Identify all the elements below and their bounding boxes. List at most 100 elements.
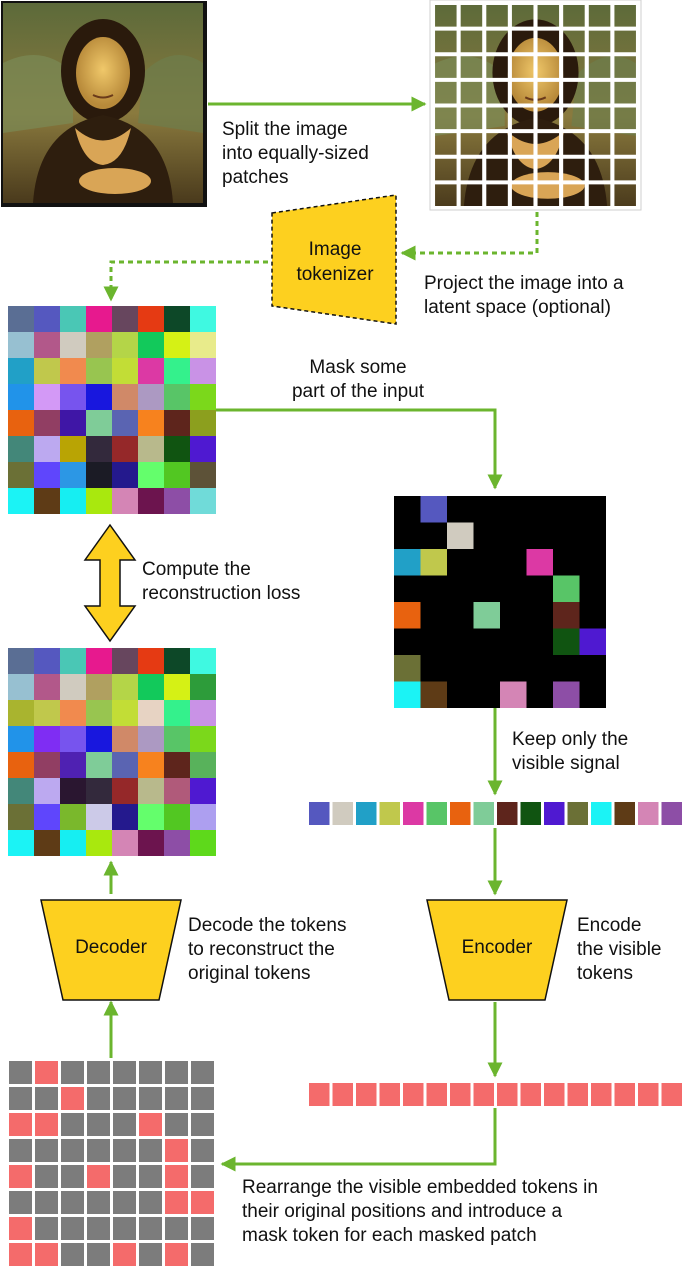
masked-token-cell <box>500 575 527 602</box>
rearranged-mask-token <box>191 1165 214 1188</box>
reconstructed-token-cell <box>112 648 138 674</box>
rearranged-mask-token <box>61 1139 84 1162</box>
visible-token <box>520 802 541 825</box>
token-cell <box>34 332 60 358</box>
reconstructed-token-cell <box>34 830 60 856</box>
masked-token-cell <box>473 522 500 549</box>
masked-token-cell <box>420 549 447 576</box>
visible-token <box>332 802 353 825</box>
token-cell <box>164 488 190 514</box>
masked-token-cell <box>420 681 447 708</box>
token-cell <box>8 462 34 488</box>
reconstructed-token-cell <box>34 674 60 700</box>
embedded-token <box>520 1083 541 1106</box>
rearranged-mask-token <box>113 1061 136 1084</box>
masked-token-cell <box>553 549 580 576</box>
masked-token-cell <box>420 575 447 602</box>
token-cell <box>138 462 164 488</box>
masked-token-cell <box>447 549 474 576</box>
masked-token-cell <box>420 655 447 682</box>
token-cell <box>112 436 138 462</box>
embedded-token <box>567 1083 588 1106</box>
token-cell <box>34 358 60 384</box>
masked-token-cell <box>579 549 606 576</box>
masked-token-cell <box>420 628 447 655</box>
reconstructed-token-cell <box>190 752 216 778</box>
rearranged-visible-token <box>9 1217 32 1240</box>
masked-token-cell <box>447 655 474 682</box>
embedded-token-row <box>309 1083 682 1106</box>
masked-token-cell <box>579 602 606 629</box>
masked-token-cell <box>447 575 474 602</box>
token-cell <box>112 462 138 488</box>
rearranged-mask-token <box>139 1165 162 1188</box>
token-cell <box>164 332 190 358</box>
reconstructed-token-cell <box>34 726 60 752</box>
rearranged-visible-token <box>165 1165 188 1188</box>
reconstructed-token-cell <box>164 804 190 830</box>
visible-token <box>450 802 471 825</box>
masked-token-cell <box>553 681 580 708</box>
visible-token <box>544 802 565 825</box>
masked-token-cell <box>500 522 527 549</box>
rearranged-mask-token <box>191 1217 214 1240</box>
encoder-block <box>426 899 568 1001</box>
reconstructed-token-cell <box>86 752 112 778</box>
rearranged-mask-token <box>165 1087 188 1110</box>
embedded-token <box>379 1083 400 1106</box>
masked-token-cell <box>526 681 553 708</box>
rearranged-mask-token <box>139 1061 162 1084</box>
token-cell <box>86 410 112 436</box>
token-cell <box>190 488 216 514</box>
token-cell <box>164 358 190 384</box>
reconstructed-token-cell <box>60 752 86 778</box>
rearranged-mask-token <box>191 1243 214 1266</box>
visible-token <box>638 802 659 825</box>
reconstructed-token-cell <box>164 648 190 674</box>
masked-token-grid <box>394 496 606 708</box>
rearranged-mask-token <box>35 1087 58 1110</box>
masked-token-cell <box>500 602 527 629</box>
embedded-token <box>309 1083 330 1106</box>
reconstructed-token-cell <box>86 804 112 830</box>
token-cell <box>112 384 138 410</box>
masked-token-cell <box>394 681 421 708</box>
token-cell <box>34 488 60 514</box>
rearranged-mask-token <box>87 1087 110 1110</box>
rearranged-mask-token <box>139 1087 162 1110</box>
reconstructed-token-cell <box>164 830 190 856</box>
rearranged-mask-token <box>113 1139 136 1162</box>
rearranged-mask-token <box>61 1113 84 1136</box>
reconstructed-token-cell <box>164 726 190 752</box>
reconstructed-token-cell <box>60 726 86 752</box>
token-cell <box>34 306 60 332</box>
masked-token-cell <box>473 496 500 523</box>
reconstructed-token-cell <box>60 648 86 674</box>
masked-token-cell <box>526 655 553 682</box>
token-cell <box>34 462 60 488</box>
reconstructed-token-cell <box>34 648 60 674</box>
reconstructed-token-cell <box>190 830 216 856</box>
rearranged-mask-token <box>61 1191 84 1214</box>
token-cell <box>8 358 34 384</box>
rearranged-mask-token <box>9 1087 32 1110</box>
reconstructed-token-cell <box>138 700 164 726</box>
rearranged-mask-token <box>35 1217 58 1240</box>
rearranged-mask-token <box>61 1217 84 1240</box>
reconstructed-token-cell <box>60 700 86 726</box>
rearranged-mask-token <box>191 1087 214 1110</box>
decoder-block <box>40 899 182 1001</box>
masked-token-cell <box>526 522 553 549</box>
masked-token-cell <box>526 496 553 523</box>
image-tokenizer-block <box>271 194 397 325</box>
token-grid <box>8 306 216 514</box>
token-cell <box>164 410 190 436</box>
embedded-token <box>450 1083 471 1106</box>
masked-token-cell <box>420 602 447 629</box>
token-cell <box>86 436 112 462</box>
token-cell <box>34 410 60 436</box>
reconstructed-token-cell <box>138 648 164 674</box>
rearranged-mask-token <box>139 1243 162 1266</box>
